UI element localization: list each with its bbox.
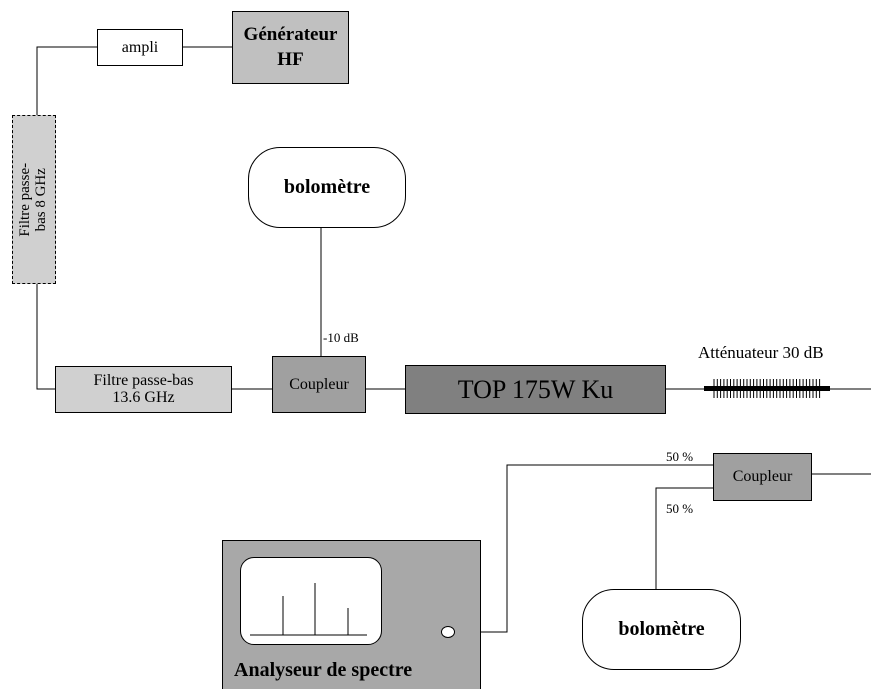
bolometer-bottom-label: bolomètre [618,618,705,640]
filter-13ghz-block: Filtre passe-bas 13.6 GHz [55,366,232,413]
coupler-bottom-label: Coupleur [732,468,793,485]
generator-label-line2: HF [277,48,304,70]
bolometer-top-label: bolomètre [283,176,371,198]
coupler-top-block: Coupleur [272,356,366,413]
filter-8ghz-block: Filtre passe- bas 8 GHz [12,115,56,284]
coupling-factor-label: -10 dB [323,330,359,345]
filter-8ghz-label: Filtre passe- bas 8 GHz [17,162,50,237]
generator-label-line1: Générateur [243,23,338,45]
top-amplifier-block: TOP 175W Ku [405,365,666,414]
spectrum-analyzer-block: Analyseur de spectre [222,540,481,689]
ampli-label: ampli [121,38,159,56]
filter-8ghz-label-line1: Filtre passe- [17,162,34,237]
top-amplifier-label: TOP 175W Ku [457,374,614,404]
filter-8ghz-label-line2: bas 8 GHz [33,167,50,232]
attenuator-label: Atténuateur 30 dB [698,343,824,362]
attenuator-icon [704,379,830,398]
coupler-bottom-block: Coupleur [713,453,812,501]
spectrum-trace-icon [250,583,367,636]
bolometer-bottom-block: bolomètre [582,589,741,670]
filter-13ghz-label-line1: Filtre passe-bas [93,371,194,389]
filter-13ghz-label-line2: 13.6 GHz [112,388,175,406]
spectrum-analyzer-label: Analyseur de spectre [234,659,413,681]
spectrum-analyzer-screen [240,557,382,645]
split-upper-label: 50 % [666,449,694,464]
rf-input-connector [441,626,455,638]
split-lower-label: 50 % [666,501,694,516]
bolometer-top-block: bolomètre [248,147,406,228]
generator-hf-block: Générateur HF [232,11,349,84]
coupler-top-label: Coupleur [289,375,349,393]
ampli-block: ampli [97,29,183,66]
